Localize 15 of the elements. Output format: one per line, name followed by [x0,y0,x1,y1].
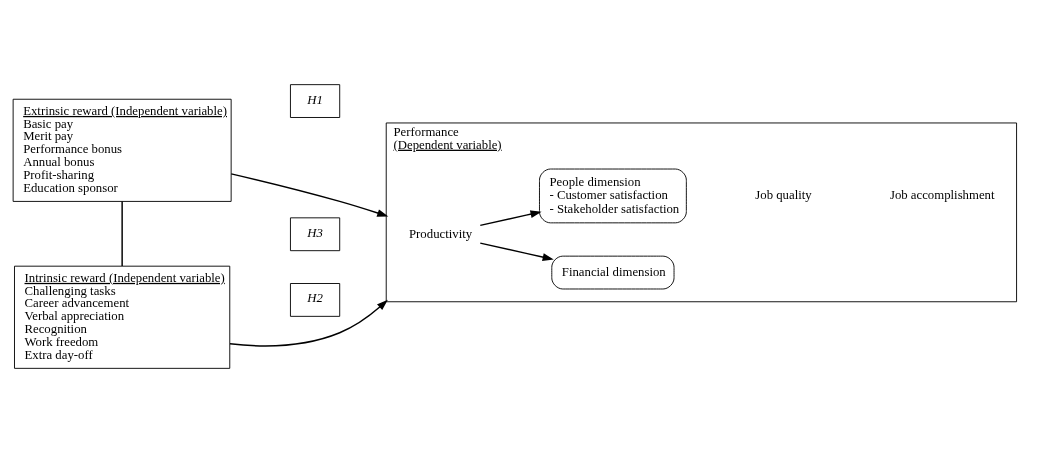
arrow [229,299,388,347]
node-box: H3 [290,216,341,251]
node-box: Intrinsic reward (Independent variable) Challenging tasks Career advancement Verbal appreciation Recognition Work freedom Extra day-off [14,265,231,369]
label: Job accomplishment [889,187,995,202]
arrow [479,209,542,226]
arrow [479,241,554,261]
node-box: Financial dimension [551,255,675,289]
node-box: Extrinsic reward (Independent variable) Basic pay Merit pay Performance bonus Annual bonus Profit-sharing Education sponsor [12,98,232,202]
connector [121,200,123,267]
node-box: H1 [290,83,341,118]
node-text: Productivity [409,226,473,241]
node-box: People dimension - Customer satisfaction - Stakeholder satisfaction [539,168,687,223]
node-box: H2 [290,282,341,317]
label: Job quality [755,187,812,202]
arrow [230,172,389,217]
